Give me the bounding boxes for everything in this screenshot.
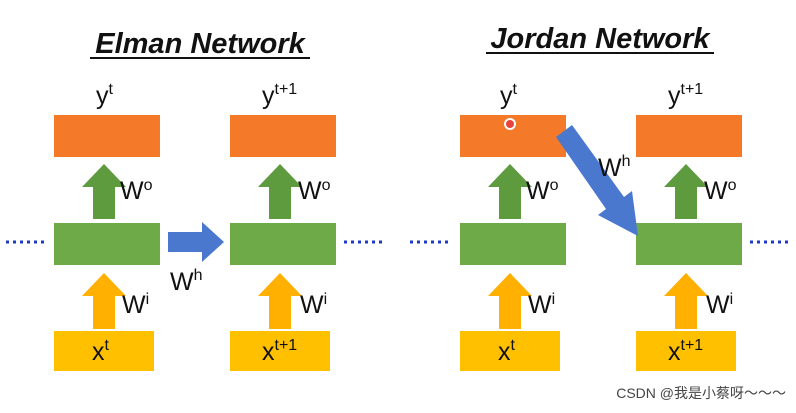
- elman-label-y-t: yt: [96, 81, 114, 110]
- elman-hidden-box-t: [54, 223, 160, 265]
- jordan-label-x-t1: xt+1: [668, 337, 703, 366]
- elman-input-box-t: [54, 331, 154, 371]
- elman-label-wi-right: Wi: [300, 291, 327, 319]
- elman-hidden-box-t1: [230, 223, 336, 265]
- jordan-wo-arrow-left: [488, 164, 532, 219]
- jordan-wi-arrow-right: [664, 273, 708, 329]
- jordan-output-box-t1: [636, 115, 742, 157]
- jordan-label-y-t: yt: [500, 81, 518, 110]
- elman-label-wi-left: Wi: [122, 291, 149, 319]
- elman-wi-arrow-left: [82, 273, 126, 329]
- elman-wi-arrow-right: [258, 273, 302, 329]
- jordan-hidden-box-t: [460, 223, 566, 265]
- jordan-label-x-t: xt: [498, 337, 516, 366]
- elman-input-box-t1: [230, 331, 330, 371]
- jordan-label-wo-right: Wo: [704, 177, 737, 205]
- watermark-text: CSDN @我是小蔡呀～～～: [616, 385, 786, 401]
- elman-wh-arrow: [168, 222, 224, 262]
- jordan-label-wi-left: Wi: [528, 291, 555, 319]
- jordan-label-y-t1: yt+1: [668, 81, 703, 110]
- elman-label-x-t: xt: [92, 337, 110, 366]
- elman-label-x-t1: xt+1: [262, 337, 297, 366]
- jordan-wh-arrow: [556, 125, 638, 236]
- elman-title: Elman Network: [95, 28, 306, 60]
- elman-label-wo-right: Wo: [298, 177, 331, 205]
- elman-output-box-t1: [230, 115, 336, 157]
- cursor-dot-icon: [504, 118, 516, 130]
- jordan-label-wi-right: Wi: [706, 291, 733, 319]
- jordan-wo-arrow-right: [664, 164, 708, 219]
- jordan-title: Jordan Network: [490, 23, 711, 55]
- jordan-wi-arrow-left: [488, 273, 532, 329]
- jordan-input-box-t: [460, 331, 560, 371]
- jordan-network: Jordan Network yt yt+1 Wo Wo Wh Wi Wi xt: [410, 23, 790, 371]
- jordan-label-wh: Wh: [598, 153, 631, 182]
- elman-label-wo-left: Wo: [120, 177, 153, 205]
- elman-label-wh: Wh: [170, 267, 203, 296]
- elman-label-y-t1: yt+1: [262, 81, 297, 110]
- elman-network: Elman Network yt yt+1 Wo Wo Wh Wi Wi xt …: [6, 28, 384, 371]
- elman-wo-arrow-right: [258, 164, 302, 219]
- jordan-hidden-box-t1: [636, 223, 742, 265]
- jordan-input-box-t1: [636, 331, 736, 371]
- jordan-label-wo-left: Wo: [526, 177, 559, 205]
- elman-output-box-t: [54, 115, 160, 157]
- elman-wo-arrow-left: [82, 164, 126, 219]
